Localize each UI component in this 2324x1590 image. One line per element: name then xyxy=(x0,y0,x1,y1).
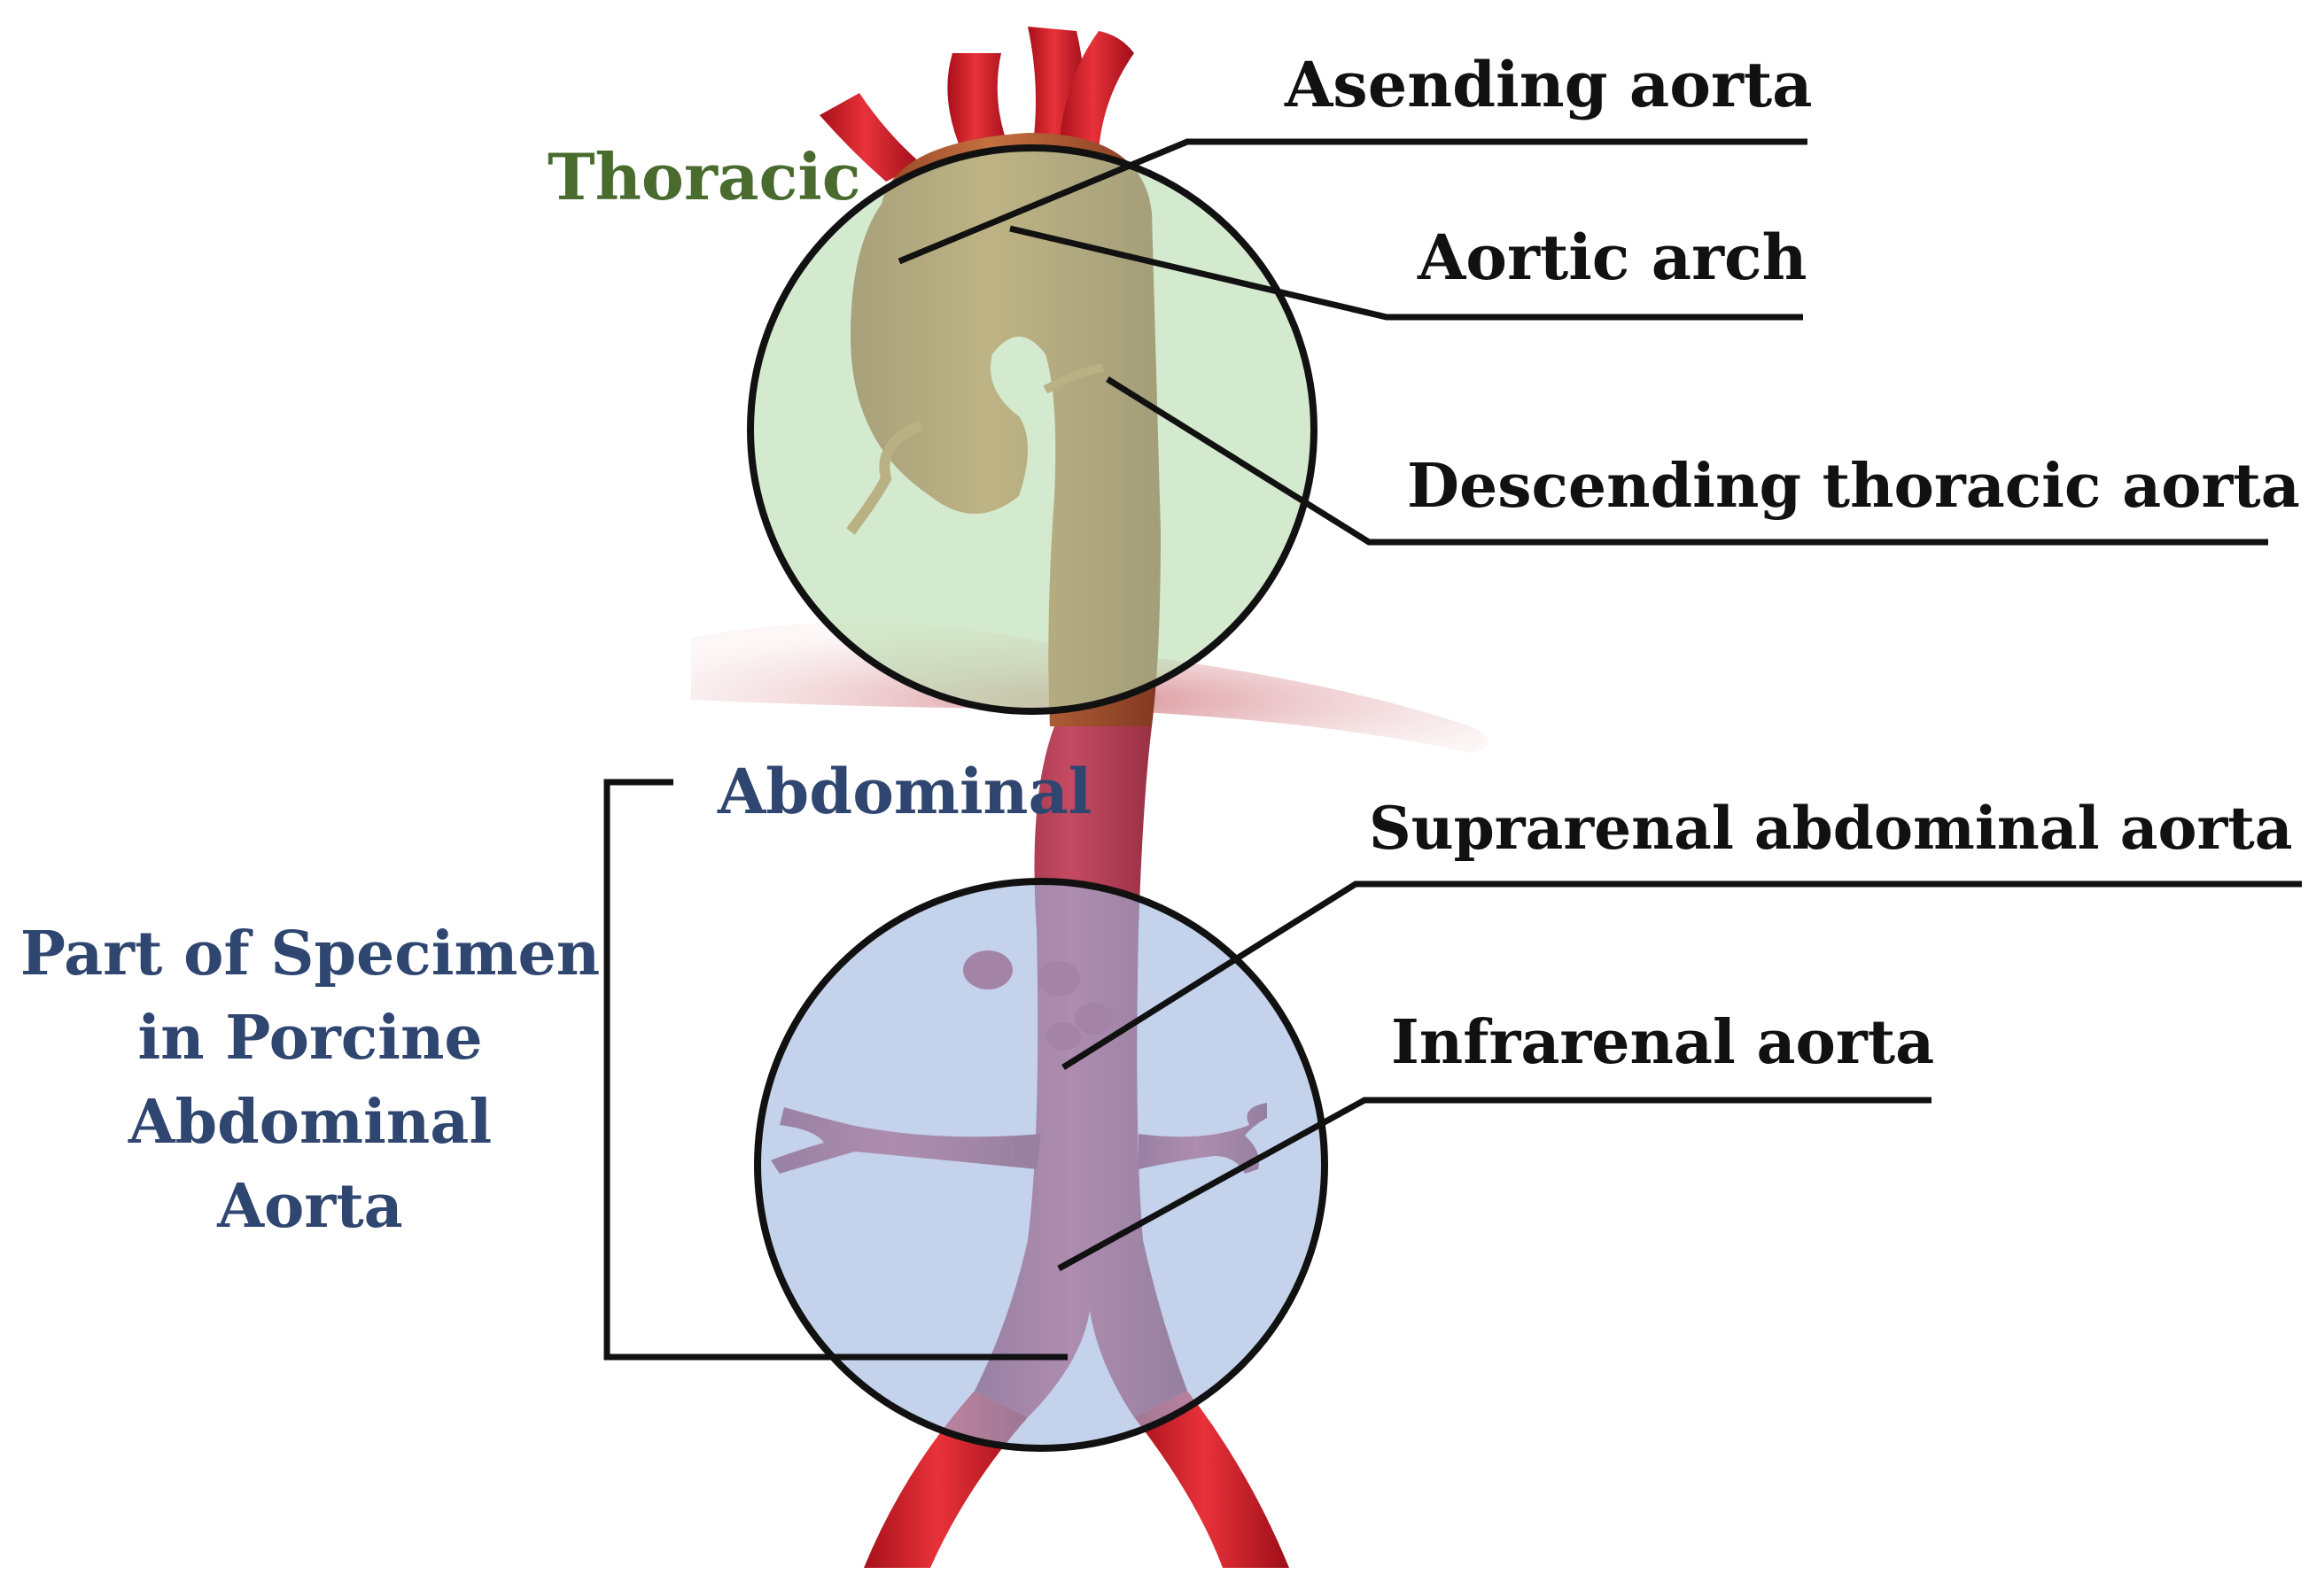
thoracic-region-label: Thoracic xyxy=(548,139,861,214)
abdominal-region-circle xyxy=(754,878,1328,1452)
leader-ascending-aorta xyxy=(898,138,1807,265)
label-aortic-arch: Aortic arch xyxy=(1417,221,1807,294)
iliac-right xyxy=(1134,1391,1289,1568)
specimen-bracket xyxy=(603,779,1068,1361)
abdominal-region-label: Abdominal xyxy=(717,755,1092,828)
specimen-line-1: Part of Specimen xyxy=(20,919,600,989)
specimen-note: Part of Specimen in Porcine Abdominal Ao… xyxy=(20,919,600,1242)
carotid-vessel xyxy=(1059,31,1134,151)
specimen-line-2: in Porcine xyxy=(137,1003,482,1074)
label-infrarenal-aorta: Infrarenal aorta xyxy=(1391,1007,1934,1078)
leader-lines xyxy=(603,138,2302,1361)
left-subclavian-vessel xyxy=(947,53,1010,151)
thoracic-region-circle xyxy=(747,144,1317,715)
label-suprarenal-abdominal-aorta: Suprarenal abdominal aorta xyxy=(1369,794,2293,863)
leader-aortic-arch xyxy=(1009,225,1803,321)
specimen-line-4: Aorta xyxy=(216,1171,402,1242)
leader-suprarenal-abdominal-aorta xyxy=(1061,880,2302,1070)
right-vessel-top xyxy=(820,93,921,182)
label-ascending-aorta: Asending aorta xyxy=(1284,48,1813,121)
label-descending-thoracic-aorta: Descending thoracic aorta xyxy=(1407,451,2300,522)
leader-infrarenal-aorta xyxy=(1057,1097,1931,1272)
specimen-line-3: Abdominal xyxy=(128,1087,492,1158)
leader-descending-thoracic-aorta xyxy=(1106,376,2268,546)
